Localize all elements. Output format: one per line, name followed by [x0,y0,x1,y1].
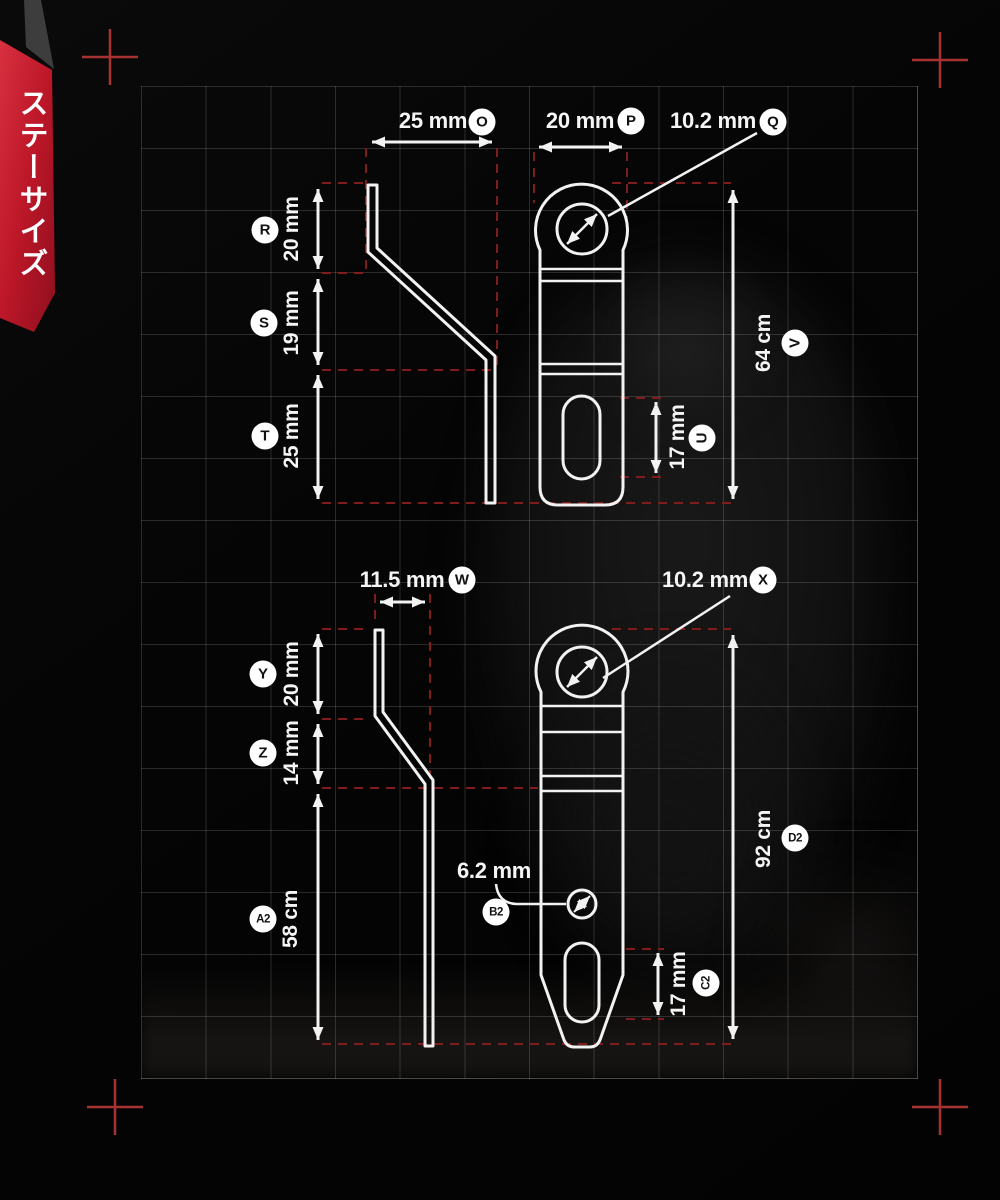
dim-label-11-5mm-w: 11.5 mm [359,567,445,592]
badge-r: R [251,216,279,244]
bottom-mount-hole [555,645,609,699]
top-side-view-outline [366,183,497,505]
dim-label-92cm: 92 cm [752,809,775,869]
badge-d2: D2 [781,824,809,852]
bottom-side-view-outline [373,628,435,1048]
dim-label-17mm-c2: 17 mm [667,951,690,1017]
badge-q: Q [759,108,787,136]
badge-c2: C2 [692,969,720,997]
badge-a2: A2 [249,905,277,933]
dim-label-6-2mm: 6.2 mm [456,858,532,883]
badge-z: Z [249,739,277,767]
hole-diameter-arrow-x [566,656,598,688]
badge-y: Y [249,660,277,688]
ribbon-body [0,40,55,332]
registration-crosshairs [82,29,968,1135]
bottom-diagram [312,594,739,1049]
small-hole-leader-line [494,883,566,906]
dim-label-64cm: 64 cm [752,313,775,373]
badge-w: W [448,566,476,594]
dim-label-17mm-u: 17 mm [666,404,689,470]
bottom-small-hole [566,888,598,920]
bottom-slot [563,941,601,1024]
hole-leader-line-q [607,131,758,218]
dim-label-segment-y: 20 mm [280,641,303,707]
small-hole-diameter-arrow [573,895,591,913]
badge-v: V [781,329,809,357]
dashed-extension-lines [322,148,731,1045]
dim-label-10-2mm-q: 10.2 mm [670,108,756,133]
dim-label-segment-t: 25 mm [280,403,303,469]
badge-u: U [688,424,716,452]
badge-x: X [749,566,777,594]
hole-leader-line-x [602,594,731,680]
ribbon-title: ステーサイズ [15,88,47,280]
dim-label-segment-z: 14 mm [280,720,303,786]
hole-diameter-arrow-q [566,213,598,245]
dim-label-10-2mm-x: 10.2 mm [662,567,748,592]
top-bend-lines [540,267,623,376]
badge-t: T [251,422,279,450]
road-surface [141,966,917,1078]
dim-label-segment-s: 19 mm [280,290,303,356]
title-ribbon [0,0,55,332]
badge-p: P [617,107,645,135]
badge-b2: B2 [482,898,510,926]
badge-o: O [468,108,496,136]
dim-label-25mm-top: 25 mm [398,108,468,133]
top-mount-hole [555,202,609,256]
badge-s: S [250,309,278,337]
top-slot [561,394,602,481]
bottom-bend-lines [541,704,623,793]
dim-label-segment-a2: 58 cm [279,889,302,949]
ribbon-back-fold [24,0,54,69]
top-front-view-outline [534,182,629,507]
bottom-front-view-outline [534,623,630,1049]
top-diagram [312,131,758,507]
dim-label-segment-r: 20 mm [280,196,303,262]
dim-label-20mm-p: 20 mm [545,108,615,133]
